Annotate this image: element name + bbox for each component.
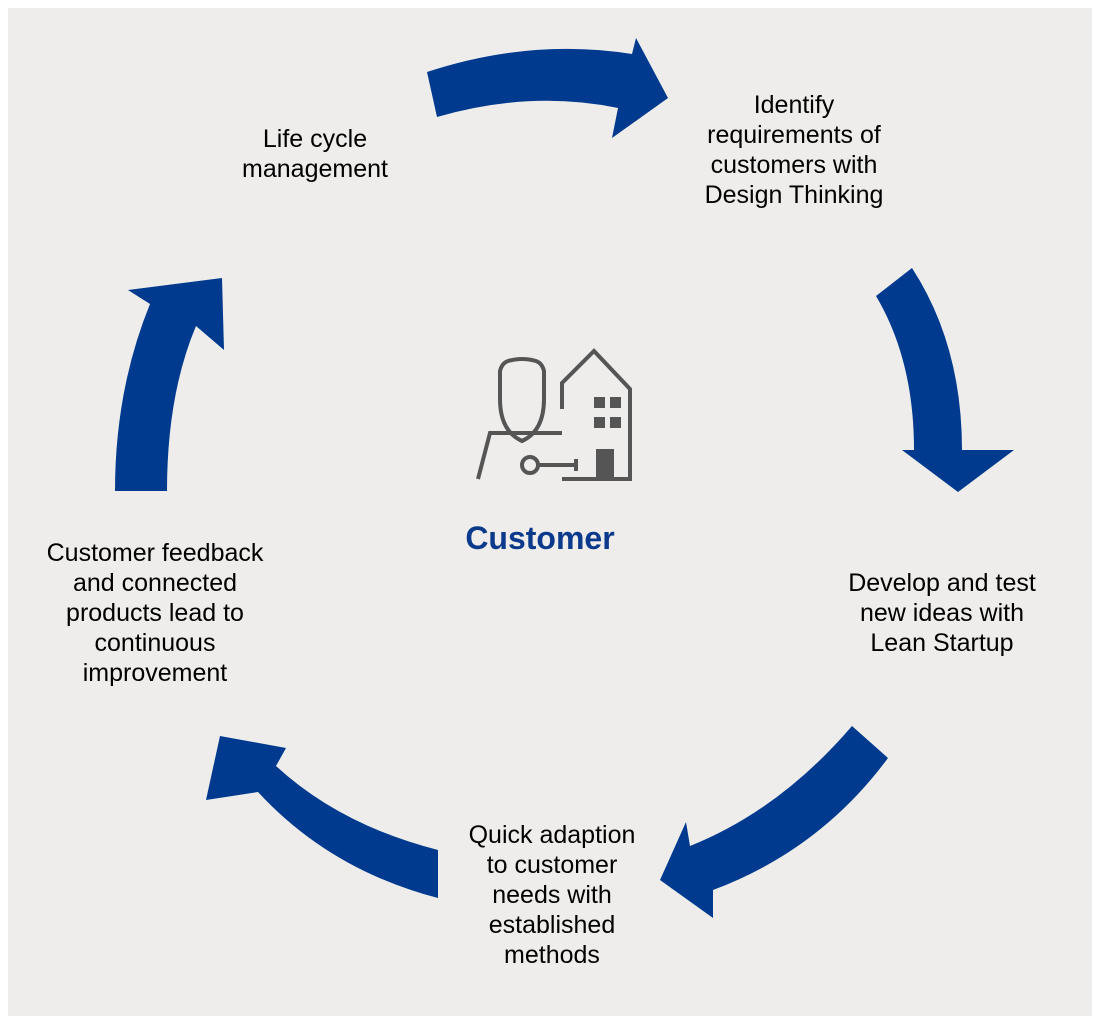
step-identify-requirements: Identify requirements of customers with … — [704, 91, 884, 209]
step-develop-and-test: Develop and test new ideas with Lean Sta… — [848, 569, 1036, 657]
center-title: Customer — [465, 520, 615, 556]
customer-building-key-icon — [476, 348, 632, 481]
step-customer-feedback: Customer feedback and connected products… — [46, 539, 264, 687]
arrow-left — [115, 278, 224, 491]
arrow-bottom-right — [660, 726, 888, 918]
arrow-right — [876, 268, 1014, 492]
step-quick-adaption: Quick adaption to customer needs with es… — [468, 821, 636, 969]
arrow-bottom-left — [206, 736, 438, 898]
arrow-top — [427, 38, 668, 138]
diagram-background — [8, 8, 1092, 1016]
step-life-cycle-management: Life cycle management — [242, 125, 388, 183]
